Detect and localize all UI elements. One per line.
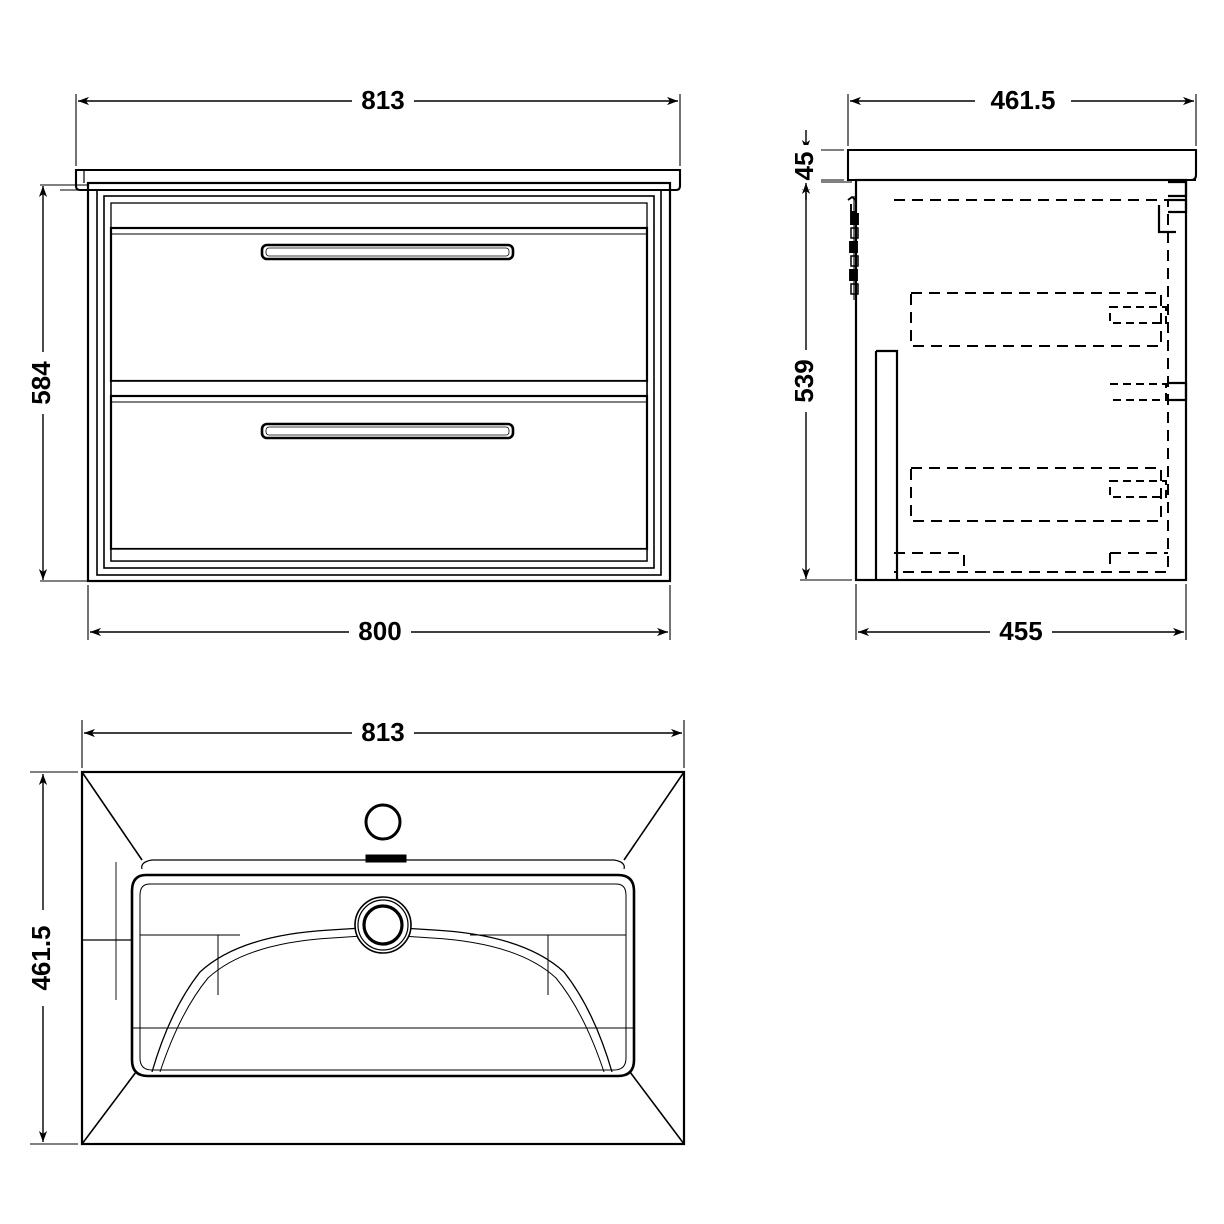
side-top-runner: [1157, 180, 1188, 234]
dim-label-front-bottom-width: 800: [358, 616, 401, 646]
side-hidden-lines: [894, 199, 1169, 573]
front-drawer-divider: [110, 380, 648, 397]
dim-plan-depth: 461.5: [26, 774, 58, 1142]
plan-bowl-interior: [132, 927, 634, 1073]
side-mid-runner: [1168, 381, 1188, 402]
dim-side-bottom-depth: 455: [858, 616, 1184, 647]
dim-front-bottom-width: 800: [90, 616, 668, 647]
plan-bowl: [130, 859, 636, 1078]
dim-label-plan-depth: 461.5: [26, 925, 56, 990]
front-lower-drawer: [109, 394, 649, 551]
dim-label-side-bottom-depth: 455: [999, 616, 1042, 646]
side-elevation-view: 461.5 45 539 455: [789, 85, 1198, 647]
dim-front-height: 584: [26, 186, 58, 580]
plan-overflow-slot: [365, 854, 407, 863]
plan-waste-outlet: [354, 896, 412, 954]
dim-side-top-width: 461.5: [850, 85, 1194, 116]
dim-side-top-thickness: 45: [789, 130, 821, 200]
side-wall-bracket-detail: [847, 195, 859, 300]
front-extension-lines: [40, 94, 681, 640]
lower-drawer-handle: [260, 422, 515, 440]
dim-label-front-height: 584: [26, 361, 56, 405]
dim-side-cabinet-height: 539: [789, 183, 821, 579]
side-basin-top: [846, 148, 1198, 182]
dim-label-side-top-width: 461.5: [990, 85, 1055, 115]
dim-label-side-top-thickness: 45: [789, 152, 819, 181]
dim-plan-width: 813: [84, 717, 682, 748]
side-left-panel: [874, 349, 899, 580]
front-basin-top: [74, 168, 682, 192]
front-bottom-rail: [110, 548, 648, 562]
front-elevation-view: 813 584 800: [26, 85, 682, 647]
front-upper-drawer: [109, 226, 649, 383]
upper-drawer-handle: [260, 243, 515, 261]
dim-label-front-top-width: 813: [361, 85, 404, 115]
plan-extension-lines: [30, 720, 685, 1145]
side-runner-details: [1109, 306, 1167, 498]
dim-front-top-width: 813: [78, 85, 678, 116]
dim-label-plan-width: 813: [361, 717, 404, 747]
plan-tap-hole: [364, 803, 402, 841]
front-outer-frame: [86, 181, 672, 583]
plan-view: 813 461.5: [26, 717, 686, 1146]
dim-label-side-cabinet-height: 539: [789, 359, 819, 402]
